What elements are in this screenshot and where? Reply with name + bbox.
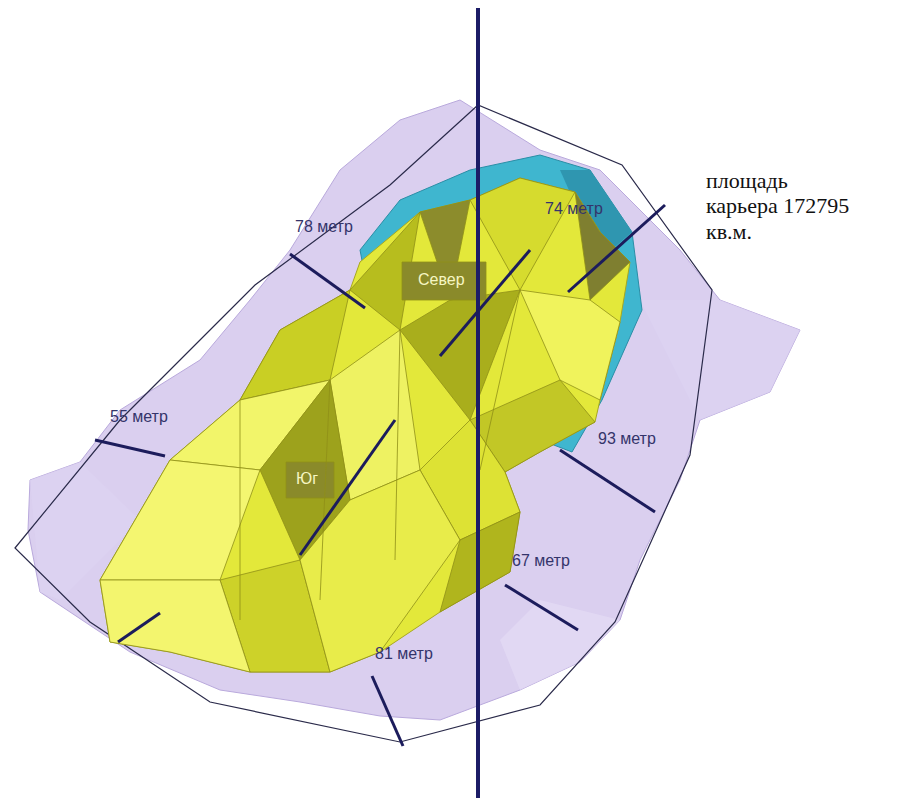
surface-area: [28, 100, 800, 720]
axis-line: [476, 8, 480, 798]
direction-label: Юг: [296, 470, 318, 488]
dimension-label: 74 метр: [545, 200, 603, 218]
pit-walls: [100, 178, 630, 672]
dimension-label: 81 метр: [375, 645, 433, 663]
wall-facets: [100, 178, 630, 672]
dimension-label: 67 метр: [512, 552, 570, 570]
dimension-lines: [95, 205, 665, 746]
surface-facet: [500, 600, 620, 690]
direction-label: Север: [418, 271, 465, 289]
dimension-label: 55 метр: [110, 408, 168, 426]
surface-facet: [640, 300, 800, 420]
pit-outline: [15, 105, 712, 742]
dimension-label: 93 метр: [598, 430, 656, 448]
dimension-label: 78 метр: [295, 218, 353, 236]
area-note: площадь карьера 172795 кв.м.: [706, 168, 856, 244]
